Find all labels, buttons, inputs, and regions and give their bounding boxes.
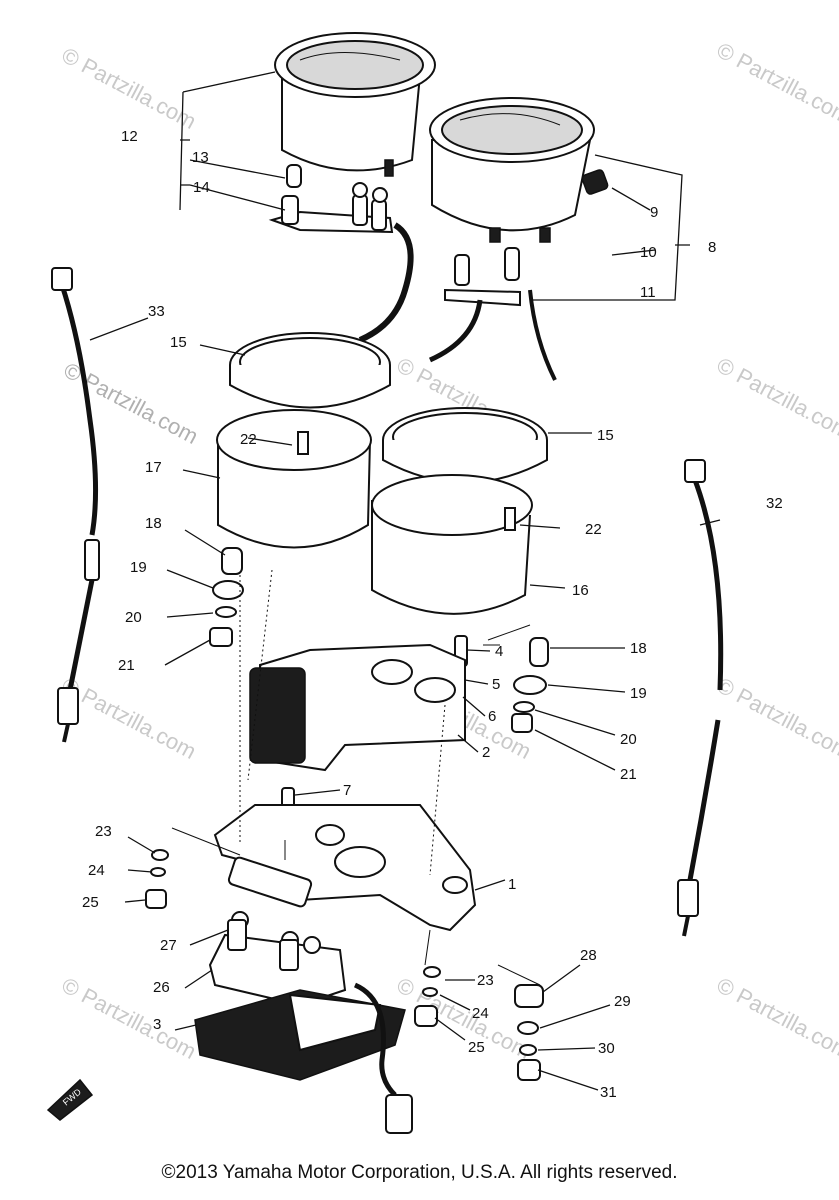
callout-24-lower: 24 [472,1005,489,1022]
callout-20-left: 20 [125,609,142,626]
callout-24-left: 24 [88,862,105,879]
lower-cover-3 [194,982,413,1134]
watermark: © Partzilla.com [713,672,839,764]
left-meter-case [216,409,372,549]
leader-lines [89,71,721,1091]
callout-14: 14 [193,179,210,196]
callout-5: 5 [492,676,500,693]
speedometer-cable-33 [51,267,100,743]
callout-4: 4 [495,643,503,660]
indicator-light-26 [208,911,347,1007]
callout-19-right: 19 [630,685,647,702]
callout-27: 27 [160,937,177,954]
callout-23-left: 23 [95,823,112,840]
callout-21-left: 21 [118,657,135,674]
copyright-notice: ©2013 Yamaha Motor Corporation, U.S.A. A… [161,1162,678,1183]
callout-15-left: 15 [170,334,187,351]
left-nut-stack [145,849,169,909]
callout-10: 10 [640,244,657,261]
callout-25-lower: 25 [468,1039,485,1056]
callout-17: 17 [145,459,162,476]
callout-32: 32 [766,495,783,512]
watermark: © Partzilla.com [713,972,839,1064]
callout-22-left: 22 [240,431,257,448]
watermark: © Partzilla.com [58,672,201,764]
meter-bracket-2 [249,643,466,772]
left-gasket-ring [229,332,391,409]
callout-21-right: 21 [620,766,637,783]
left-bulb-sockets [268,164,414,343]
right-gasket-ring [382,407,548,484]
tachometer-cable-32 [677,459,724,937]
callout-22-right: 22 [585,521,602,538]
callout-13: 13 [192,149,209,166]
callout-28: 28 [580,947,597,964]
callout-8: 8 [708,239,716,256]
callout-16: 16 [572,582,589,599]
left-damper-stack [209,547,244,647]
forward-arrow-icon: FWD [46,1078,94,1121]
callout-6: 6 [488,708,496,725]
callout-26: 26 [153,979,170,996]
callout-29: 29 [614,993,631,1010]
callout-2: 2 [482,744,490,761]
right-bulb-sockets [428,247,557,381]
callout-18-right: 18 [630,640,647,657]
top-plate-1 [213,787,477,932]
callout-15-right: 15 [597,427,614,444]
callout-11: 11 [640,284,656,301]
watermark: © Partzilla.com [713,37,839,129]
lower-nut-stack [414,966,544,1081]
right-meter-case [371,474,533,615]
callout-9: 9 [650,204,658,221]
callout-1: 1 [508,876,516,893]
callout-19-left: 19 [130,559,147,576]
watermark: © Partzilla.com [713,352,839,444]
callout-20-right: 20 [620,731,637,748]
callout-12: 12 [121,128,138,145]
callout-23-lower: 23 [477,972,494,989]
callout-3: 3 [153,1016,161,1033]
right-meter-assembly [429,97,609,243]
watermark: © Partzilla.com [58,972,201,1064]
left-meter-assembly [274,32,436,177]
callout-30: 30 [598,1040,615,1057]
watermark: © Partzilla.com [58,42,201,134]
callout-25-left: 25 [82,894,99,911]
callout-labels: 12 13 14 9 10 8 11 33 15 22 17 15 22 16 … [82,128,783,1101]
callout-18-left: 18 [145,515,162,532]
callout-33: 33 [148,303,165,320]
callout-7: 7 [343,782,351,799]
callout-31: 31 [600,1084,617,1101]
